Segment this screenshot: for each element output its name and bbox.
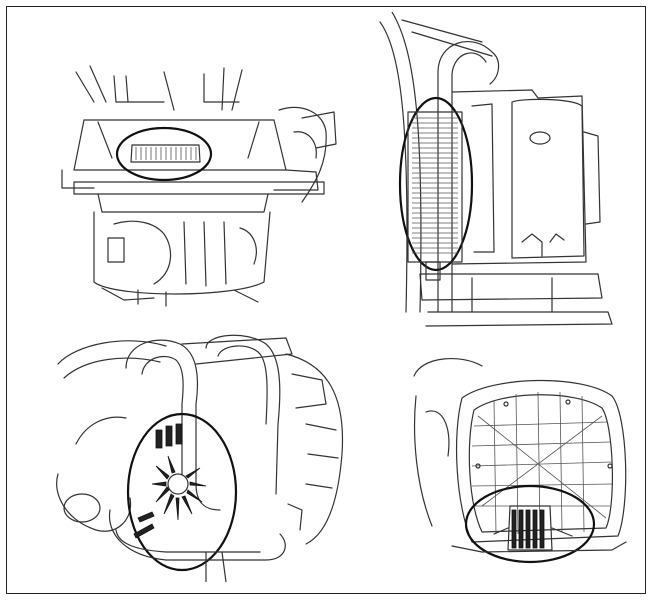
highlight-ellipse-front-intake <box>115 126 213 182</box>
panel-engine-side-view <box>372 12 632 334</box>
cylinder-cooling-fins <box>407 111 463 263</box>
highlight-ellipse-fan-vents <box>126 412 238 572</box>
intake-louvers <box>130 144 201 163</box>
highlight-ellipse-cooling-fins <box>398 96 474 272</box>
blower-intake-grille-view-icon <box>413 357 627 564</box>
panel-engine-front-view <box>54 62 344 307</box>
blower-engine-side-view-icon <box>379 12 613 327</box>
intake-screen <box>493 505 573 551</box>
fan-housing-air-vents <box>133 423 207 539</box>
highlight-ellipse-intake-screen <box>464 484 596 564</box>
panel-backpack-frame-view <box>56 334 356 582</box>
blower-engine-front-view-icon <box>61 65 337 307</box>
blower-backpack-frame-view-icon <box>56 334 344 582</box>
panel-intake-grille-view <box>412 356 640 574</box>
